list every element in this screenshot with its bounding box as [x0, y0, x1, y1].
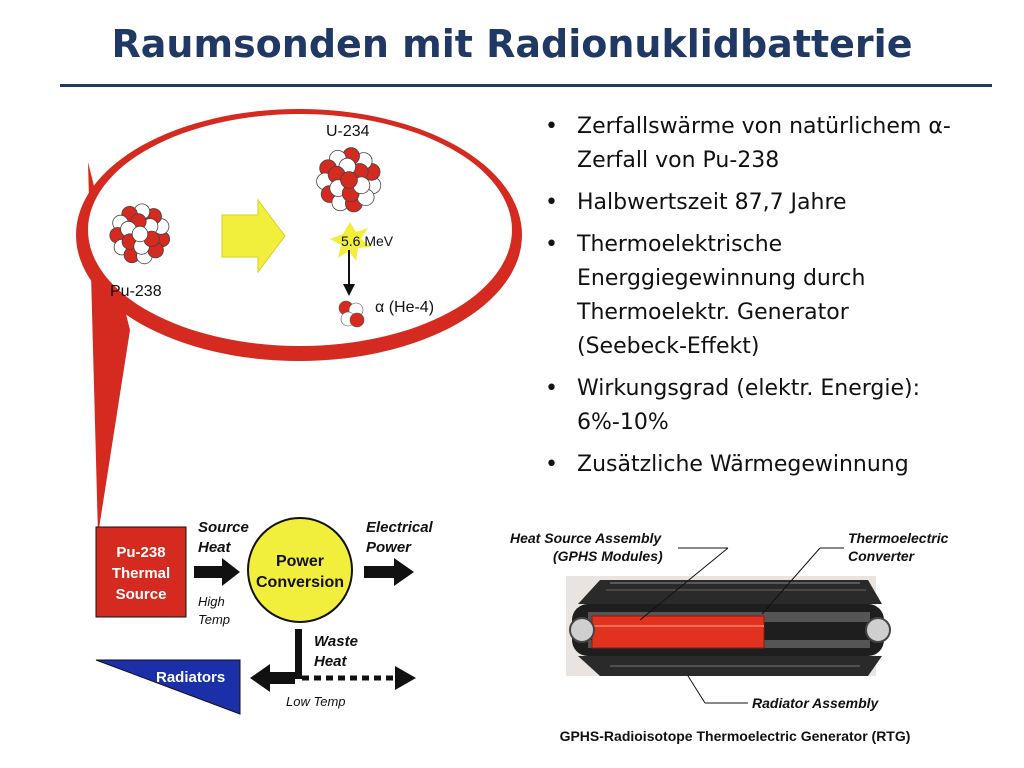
u234-nucleus-icon	[316, 147, 382, 213]
energy-star-icon	[330, 222, 372, 261]
source-label-1: Pu-238	[116, 544, 165, 561]
bullet-item: Wirkungsgrad (elektr. Energie): 6%-10%	[545, 372, 965, 440]
source-label-2: Thermal	[112, 565, 170, 582]
radiator-leader	[687, 675, 706, 704]
decay-bubble	[76, 109, 522, 535]
heat-source-leader	[639, 547, 729, 621]
alpha-label: α (He-4)	[375, 299, 434, 316]
source-heat-arrow-icon	[194, 558, 240, 586]
title-underline	[60, 84, 992, 87]
source-heat-label-1: Source	[198, 519, 249, 536]
thermal-source-box	[95, 526, 187, 618]
rtg-fins-top	[578, 580, 882, 604]
bullet-item: Zusätzliche Wärmegewinnung	[545, 448, 965, 482]
heat-source-modules	[591, 615, 765, 649]
alpha-particle-icon	[338, 300, 365, 328]
source-label-3: Source	[116, 586, 167, 603]
rtg-end-cap-right	[865, 617, 891, 643]
low-temp-label: Low Temp	[286, 694, 346, 709]
radiators-label: Radiators	[156, 669, 225, 686]
heat-source-label-1: Heat Source Assembly	[510, 530, 662, 546]
decay-arrow-icon	[221, 198, 286, 274]
bullet-item: Halbwertszeit 87,7 Jahre	[545, 186, 965, 220]
converter-label-2: Converter	[848, 548, 916, 564]
bullet-item: Zerfallswärme von natürlichem α-Zerfall …	[545, 110, 965, 178]
high-temp-label-2: Temp	[198, 612, 230, 627]
pu238-nucleus-icon	[109, 203, 171, 265]
converter-label-1: Thermoelectric	[848, 530, 949, 546]
waste-heat-label-1: Waste	[314, 633, 358, 650]
energy-label: 5.6 MeV	[341, 233, 394, 249]
radiators-wedge	[95, 659, 241, 715]
power-label-1: Power	[276, 553, 324, 570]
electrical-label-2: Power	[366, 539, 412, 556]
power-label-2: Conversion	[256, 574, 344, 591]
electrical-arrow-icon	[364, 558, 414, 586]
rtg-fins-bottom	[578, 656, 882, 676]
waste-heat-label-2: Heat	[314, 653, 348, 670]
u234-label: U-234	[326, 123, 370, 140]
electrical-label-1: Electrical	[366, 519, 434, 536]
page-title: Raumsonden mit Radionuklidbatterie	[111, 22, 913, 66]
nucleon	[131, 225, 149, 243]
rtg-caption: GPHS-Radioisotope Thermoelectric Generat…	[560, 728, 911, 744]
waste-heat-stem	[295, 629, 302, 679]
radiator-assembly-label: Radiator Assembly	[752, 695, 880, 711]
heat-source-label-2: (GPHS Modules)	[553, 548, 663, 564]
rtg-end-cap-left	[569, 617, 595, 643]
bubble-inner	[88, 114, 512, 346]
rtg-cutaway	[566, 576, 891, 676]
converter-leader	[761, 547, 821, 615]
flow-diagram: Pu-238 Thermal Source Source Heat High T…	[95, 517, 434, 715]
source-heat-label-2: Heat	[198, 539, 232, 556]
bullet-item: Thermoelektrische Energgiegewinnung durc…	[545, 228, 965, 364]
nucleon	[340, 171, 358, 189]
radiator-arrow-icon	[250, 664, 295, 692]
bullet-list: Zerfallswärme von natürlichem α-Zerfall …	[545, 110, 965, 490]
high-temp-label-1: High	[198, 594, 225, 609]
power-conversion-circle	[247, 517, 353, 623]
waste-arrow-head-icon	[395, 666, 416, 690]
pu238-label: Pu-238	[110, 283, 162, 300]
